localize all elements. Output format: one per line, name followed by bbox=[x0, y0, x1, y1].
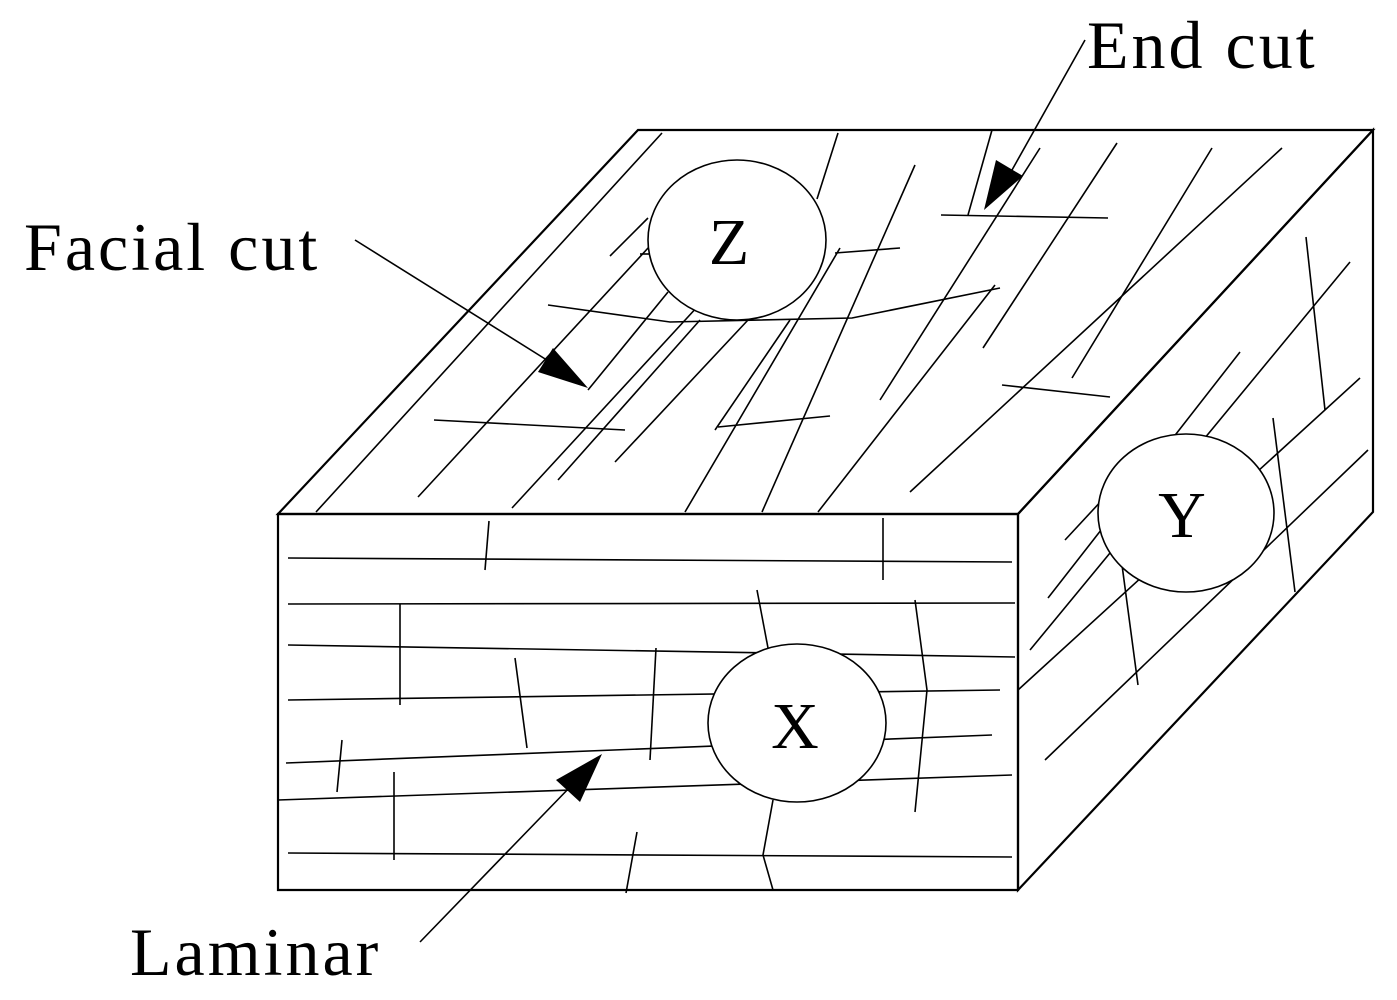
facial-cut-arrowhead bbox=[538, 348, 588, 388]
circle-z-label: Z bbox=[709, 206, 749, 279]
end-cut-label: End cut bbox=[1087, 7, 1318, 83]
block-front-face bbox=[276, 512, 1020, 892]
top-face-veins bbox=[315, 129, 1283, 513]
end-cut-leader bbox=[1011, 39, 1086, 171]
front-face-veins bbox=[277, 518, 1016, 894]
end-cut-arrowhead bbox=[984, 160, 1023, 210]
laminar-label: Laminar bbox=[130, 914, 381, 990]
end-cut-callout: End cut bbox=[984, 7, 1318, 210]
circle-y-label: Y bbox=[1158, 479, 1206, 552]
laminar-callout: Laminar bbox=[130, 754, 602, 990]
circle-x: X bbox=[707, 643, 887, 803]
laminar-arrowhead bbox=[556, 754, 602, 802]
facial-cut-callout: Facial cut bbox=[24, 209, 588, 388]
facial-cut-leader bbox=[354, 239, 551, 363]
circle-x-label: X bbox=[771, 690, 819, 763]
circle-y: Y bbox=[1097, 433, 1275, 593]
block-outline bbox=[275, 127, 1376, 893]
block-side-face bbox=[1016, 127, 1375, 893]
circle-z: Z bbox=[647, 159, 827, 321]
facial-cut-label: Facial cut bbox=[24, 209, 320, 285]
laminar-leader bbox=[419, 784, 573, 943]
